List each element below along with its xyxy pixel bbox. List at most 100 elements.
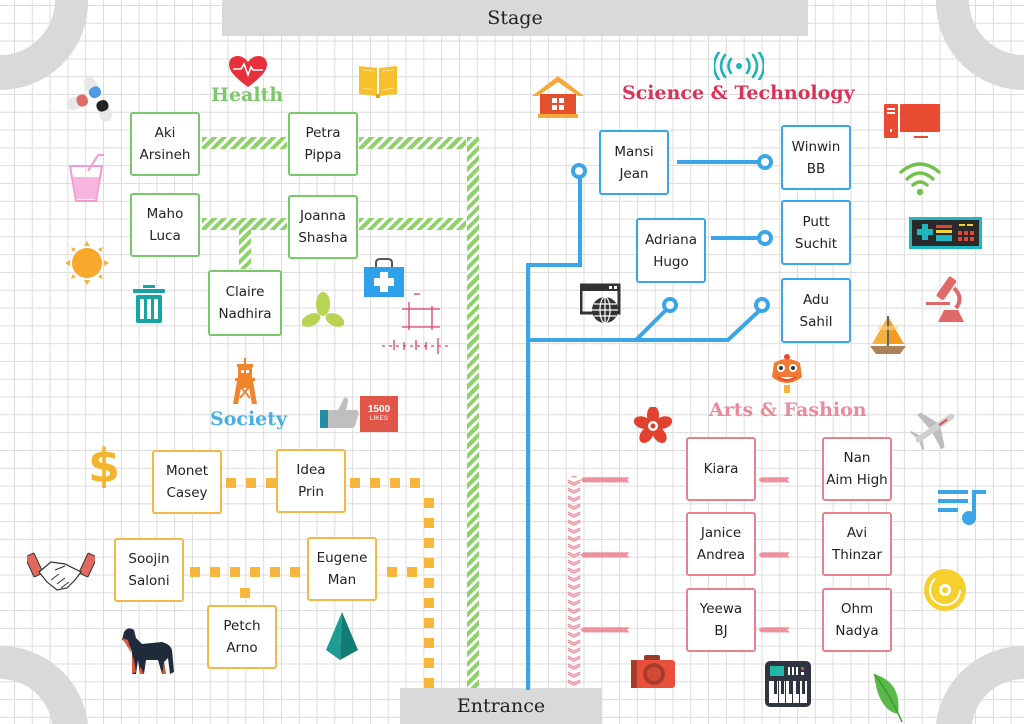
booth-line2: Thinzar <box>831 547 883 563</box>
path-dot <box>410 478 420 488</box>
booth-petch-arno[interactable]: Petch Arno <box>207 605 277 669</box>
booth-petra-pippa[interactable]: Petra Pippa <box>288 112 358 176</box>
path-dot <box>424 678 434 688</box>
circuit-node <box>757 230 773 246</box>
path-dot <box>424 598 434 608</box>
booth-line2: Prin <box>298 484 324 500</box>
booth-line1: Petra <box>305 125 341 141</box>
flower-icon <box>634 407 672 443</box>
booth-adu-sahil[interactable]: Adu Sahil <box>781 278 851 343</box>
path-dot <box>424 618 434 628</box>
booth-line1: Janice <box>700 525 742 541</box>
house-icon <box>532 76 584 118</box>
booth-line1: Petch <box>223 618 261 634</box>
sailboat-icon <box>870 316 906 354</box>
path-dot <box>226 478 236 488</box>
corner-arc-top-right <box>935 0 1024 90</box>
booth-line2: Shasha <box>298 230 348 246</box>
first-aid-icon <box>364 258 404 297</box>
booth-putt-suchit[interactable]: Putt Suchit <box>781 200 851 265</box>
path-dot <box>270 567 280 577</box>
circuit-node <box>754 297 770 313</box>
path-dot <box>424 658 434 668</box>
booth-maho-luca[interactable]: Maho Luca <box>130 193 200 257</box>
leaf-icon <box>873 673 903 723</box>
music-list-icon <box>938 490 986 525</box>
booth-monet-casey[interactable]: Monet Casey <box>152 450 222 514</box>
booth-line1: Yeewa <box>699 601 743 617</box>
booth-line2: BJ <box>714 623 728 639</box>
booth-line1: Putt <box>802 213 830 230</box>
booth-soojin-saloni[interactable]: Soojin Saloni <box>114 538 184 602</box>
path-dot <box>424 638 434 648</box>
wifi-icon <box>899 162 941 196</box>
booth-line1: Mansi <box>614 143 654 160</box>
path-dot <box>290 567 300 577</box>
disc-icon <box>924 569 966 611</box>
booth-line1: Claire <box>225 284 265 300</box>
booth-yeewa-bj[interactable]: Yeewa BJ <box>686 588 756 652</box>
booth-nan-aim-high[interactable]: Nan Aim High <box>822 437 892 501</box>
path-dot <box>424 578 434 588</box>
health-path <box>202 218 287 230</box>
booth-line2: Man <box>327 572 357 588</box>
booth-ohm-nadya[interactable]: Ohm Nadya <box>822 588 892 652</box>
dog-icon <box>122 628 174 674</box>
booth-avi-thinzar[interactable]: Avi Thinzar <box>822 512 892 576</box>
booth-janice-andrea[interactable]: Janice Andrea <box>686 512 756 576</box>
entrance-label: Entrance <box>456 695 546 717</box>
path-dot <box>250 567 260 577</box>
booth-kiara[interactable]: Kiara <box>686 437 756 501</box>
handshake-icon <box>27 552 95 591</box>
thumbs-up-icon: 1500 LIKES <box>318 394 400 434</box>
chevron-row: ‹‹‹‹‹‹‹‹‹‹‹‹‹‹‹‹ <box>758 548 790 562</box>
likes-count: 1500 <box>367 404 391 415</box>
path-dot <box>210 567 220 577</box>
svg-text:$: $ <box>88 439 120 488</box>
booth-line1: Adu <box>802 291 830 308</box>
chevron-row: ‹‹‹‹‹‹‹‹‹‹‹‹‹‹‹‹‹‹‹‹‹‹‹‹‹‹ <box>580 548 630 562</box>
heart-pulse-icon <box>229 56 267 87</box>
path-dot <box>390 478 400 488</box>
booth-line1: Avi <box>846 525 868 541</box>
booth-joanna-shasha[interactable]: Joanna Shasha <box>288 195 358 259</box>
booth-idea-prin[interactable]: Idea Prin <box>276 449 346 513</box>
health-path <box>467 137 479 688</box>
stage-bar: Stage <box>222 0 808 36</box>
health-path <box>359 137 466 149</box>
booth-line2: Sahil <box>799 313 833 330</box>
booth-line1: Idea <box>296 462 326 478</box>
keyboard-icon <box>765 661 811 707</box>
airplane-icon <box>910 412 955 451</box>
booth-mansi-jean[interactable]: Mansi Jean <box>599 130 669 195</box>
path-dot <box>266 478 276 488</box>
likes-badge: 1500 LIKES <box>360 396 398 432</box>
path-dot <box>246 478 256 488</box>
health-path <box>202 137 287 149</box>
circuit-node <box>662 297 678 313</box>
path-dot <box>240 588 250 598</box>
circuit-node <box>571 163 587 179</box>
camera-icon <box>631 655 675 688</box>
chevron-row: ‹‹‹‹‹‹‹‹‹‹‹‹‹‹‹‹‹‹‹‹‹‹‹‹‹‹ <box>580 473 630 487</box>
booth-line2: Luca <box>149 228 181 244</box>
health-path <box>239 230 251 269</box>
booth-line1: Ohm <box>840 601 874 617</box>
broadcast-icon <box>714 52 764 80</box>
chevron-row: ‹‹‹‹‹‹‹‹‹‹‹‹‹‹‹‹ <box>758 473 790 487</box>
booth-winwin-bb[interactable]: Winwin BB <box>781 125 851 190</box>
booth-line1: Kiara <box>703 461 739 477</box>
path-dot <box>424 518 434 528</box>
booth-claire-nadhira[interactable]: Claire Nadhira <box>208 270 282 336</box>
booth-line1: Nan <box>843 450 871 466</box>
booth-line2: Nadya <box>835 623 879 639</box>
booth-adriana-hugo[interactable]: Adriana Hugo <box>636 218 706 283</box>
booth-aki-arsineh[interactable]: Aki Arsineh <box>130 112 200 176</box>
pyramid-icon <box>326 612 358 660</box>
booth-eugene-man[interactable]: Eugene Man <box>307 537 377 601</box>
circuit-trace-diag <box>634 307 669 342</box>
circuit-node <box>757 154 773 170</box>
booth-line2: Arno <box>226 640 258 656</box>
lion-mask-icon <box>772 354 802 393</box>
path-dot <box>424 538 434 548</box>
